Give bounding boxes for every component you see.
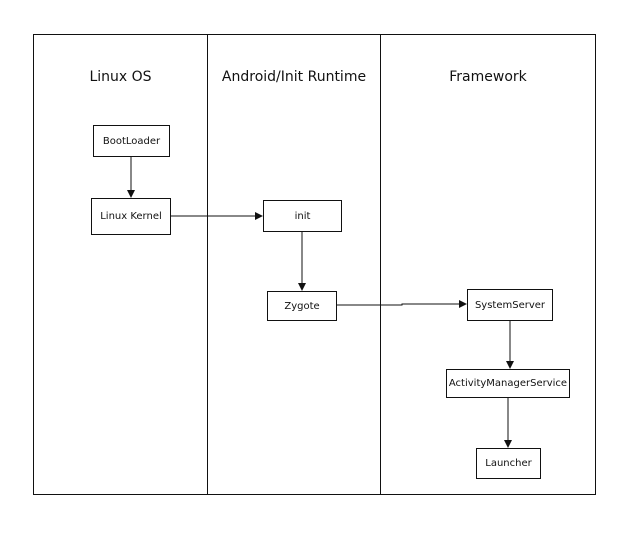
node-linux-kernel: Linux Kernel [91, 198, 171, 235]
node-zygote: Zygote [267, 291, 337, 321]
lane-title-framework: Framework [449, 69, 527, 85]
node-bootloader: BootLoader [93, 125, 170, 157]
node-systemserver: SystemServer [467, 289, 553, 321]
lane-linux-os [33, 34, 208, 495]
lane-title-android-init-runtime: Android/Init Runtime [221, 69, 367, 85]
lane-title-linux-os: Linux OS [89, 69, 152, 85]
lane-framework [380, 34, 596, 495]
node-init: init [263, 200, 342, 232]
node-activitymanagerservice: ActivityManagerService [446, 369, 570, 398]
lane-android-init-runtime [207, 34, 381, 495]
node-launcher: Launcher [476, 448, 541, 479]
